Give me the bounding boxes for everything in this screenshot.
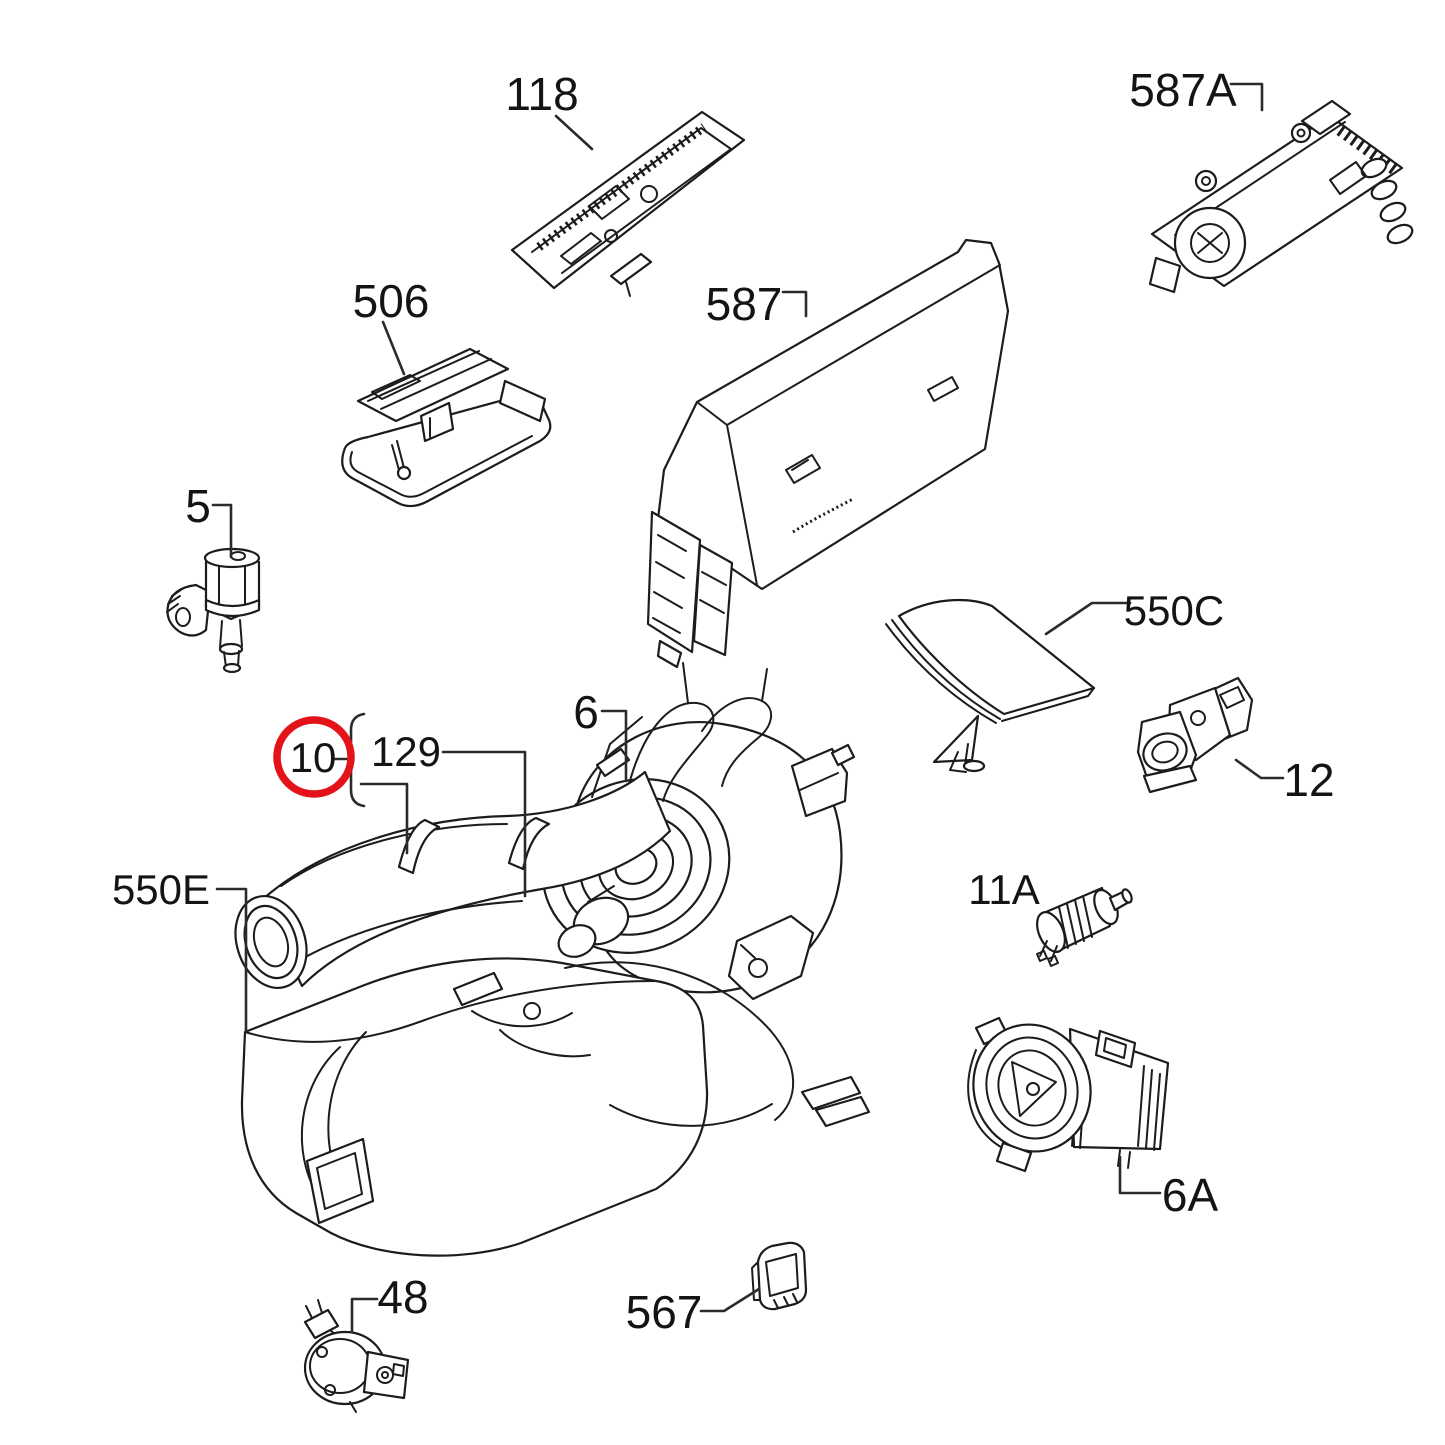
part-labels: 118 587A 506 587 5 550C 12 10 129 6 550E… — [112, 64, 1335, 1338]
part-label-118: 118 — [505, 68, 578, 120]
part-label-129: 129 — [371, 728, 441, 775]
leader-12 — [1234, 758, 1285, 780]
part-label-550e: 550E — [112, 866, 210, 913]
part-label-567: 567 — [626, 1286, 703, 1338]
leader-567 — [699, 1287, 761, 1313]
part-6a-drain-pump-drawing — [967, 1016, 1170, 1173]
part-587a-module-drawing — [1148, 99, 1414, 294]
leader-587-pointer — [781, 290, 808, 318]
leader-506 — [381, 320, 406, 376]
leader-550e — [215, 887, 248, 1033]
part-48-diverter-drawing — [303, 1299, 410, 1413]
part-118-board-drawing — [510, 110, 746, 297]
part-label-12: 12 — [1283, 754, 1334, 806]
leader-5 — [211, 503, 233, 559]
part-label-11a: 11A — [968, 866, 1040, 913]
part-label-550c: 550C — [1124, 587, 1224, 634]
part-5-inlet-valve-drawing — [166, 547, 261, 674]
leader-129-lower — [359, 782, 409, 855]
part-label-10: 10 — [290, 734, 337, 781]
leader-587a-pointer — [1229, 82, 1264, 112]
central-sump-duct-assembly-drawing — [234, 770, 871, 1257]
leader-118 — [554, 114, 594, 151]
part-587-control-box-drawing — [646, 238, 1010, 669]
part-label-587: 587 — [706, 278, 783, 330]
leader-6a — [1118, 1155, 1162, 1195]
part-label-6a: 6A — [1162, 1169, 1219, 1221]
highlight-circle-part-10 — [273, 716, 355, 798]
part-11a-capacitor-drawing — [1036, 886, 1133, 967]
part-12-switch-drawing — [1136, 676, 1254, 794]
part-label-48: 48 — [377, 1271, 428, 1323]
part-label-506: 506 — [353, 275, 430, 327]
part-label-6: 6 — [573, 686, 599, 738]
part-label-587a: 587A — [1129, 64, 1237, 116]
leader-48 — [350, 1297, 379, 1334]
leader-129-upper — [441, 750, 527, 898]
leader-6 — [600, 709, 628, 783]
leader-550c — [1044, 601, 1132, 636]
part-label-5: 5 — [185, 480, 211, 532]
part-567-suppressor-drawing — [751, 1241, 808, 1311]
part-550c-panel-drawing — [885, 598, 1096, 773]
part-506-latch-drawing — [341, 347, 552, 508]
